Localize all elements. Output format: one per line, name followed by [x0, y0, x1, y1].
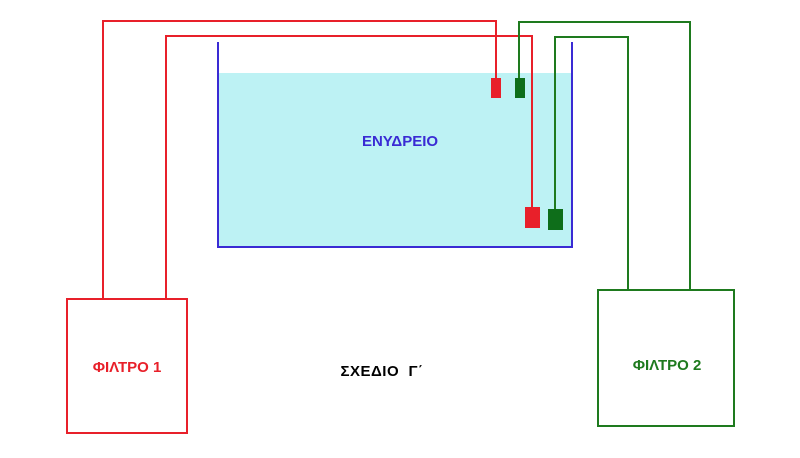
aquarium-label: ΕΝΥΔΡΕΙΟ	[362, 133, 438, 150]
filter1-label: ΦΙΛΤΡΟ 1	[93, 359, 162, 376]
filter2-label: ΦΙΛΤΡΟ 2	[633, 357, 702, 374]
tank-outline	[217, 42, 573, 248]
filter2-box	[597, 289, 735, 427]
filter1-box	[66, 298, 188, 434]
filter1-top-nozzle	[491, 78, 501, 98]
filter1-outer-hose	[102, 20, 497, 299]
filter1-inner-hose	[165, 35, 533, 299]
filter1-bottom-nozzle	[525, 207, 540, 228]
filter2-top-nozzle	[515, 78, 525, 98]
filter2-bottom-nozzle	[548, 209, 563, 230]
tank-water	[219, 73, 571, 247]
filter2-inner-hose	[554, 36, 629, 290]
filter2-outer-hose	[518, 21, 691, 290]
plan-label: ΣΧΕΔΙΟ Γ΄	[341, 363, 424, 380]
